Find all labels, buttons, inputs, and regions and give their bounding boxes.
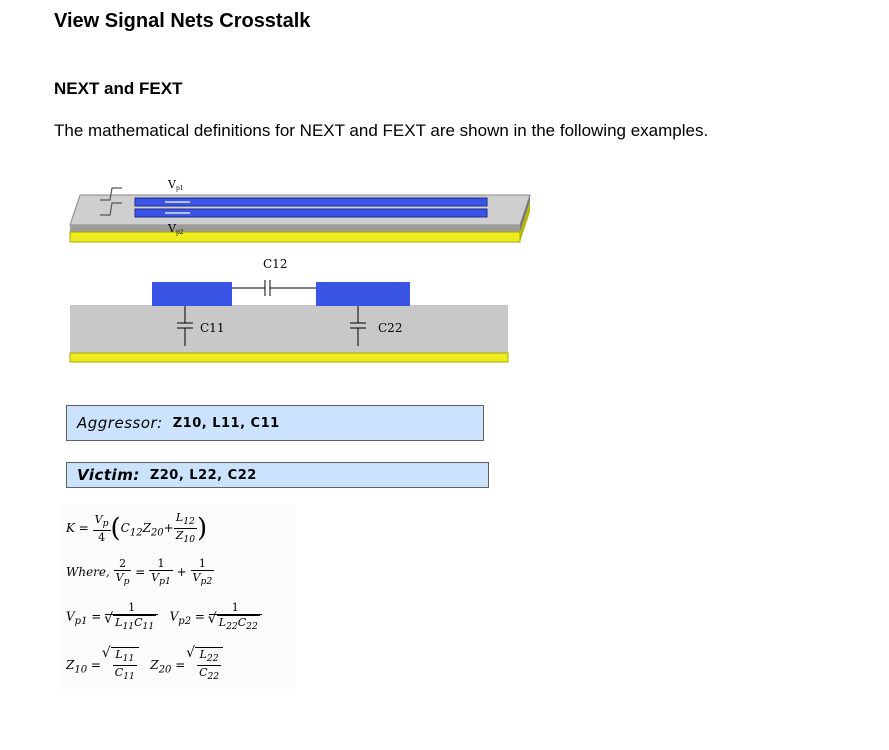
victim-label: Victim:	[77, 466, 140, 484]
victim-box: Victim: Z20, L22, C22	[66, 462, 489, 488]
crosstalk-diagram: Vp1 Vp2 C12 C11 C22	[69, 178, 531, 363]
section-heading: NEXT and FEXT	[54, 79, 183, 98]
vp-formulas: Vp1 = 1L11C11 Vp2 = 1L22C22	[66, 601, 262, 633]
aggressor-label: Aggressor:	[77, 414, 163, 432]
c22-label: C22	[378, 321, 402, 335]
page-title: View Signal Nets Crosstalk	[54, 10, 311, 32]
z20-symbol: Z	[150, 658, 159, 673]
where-label: Where,	[66, 565, 110, 580]
victim-value: Z20, L22, C22	[149, 467, 257, 483]
vp1-label: Vp1	[167, 178, 184, 192]
c11-label: C11	[200, 321, 224, 335]
z-formulas: Z10 = L11C11 Z20 = L22C22	[66, 645, 224, 683]
vp1-symbol: V	[66, 609, 75, 624]
z10-symbol: Z	[66, 658, 75, 673]
intro-text: The mathematical definitions for NEXT an…	[54, 121, 709, 140]
c12-label: C12	[263, 257, 287, 271]
k-lhs: K =	[66, 521, 89, 536]
aggressor-box: Aggressor: Z10, L11, C11	[66, 405, 484, 441]
aggressor-value: Z10, L11, C11	[172, 415, 280, 431]
vp2-symbol: V	[169, 609, 179, 624]
